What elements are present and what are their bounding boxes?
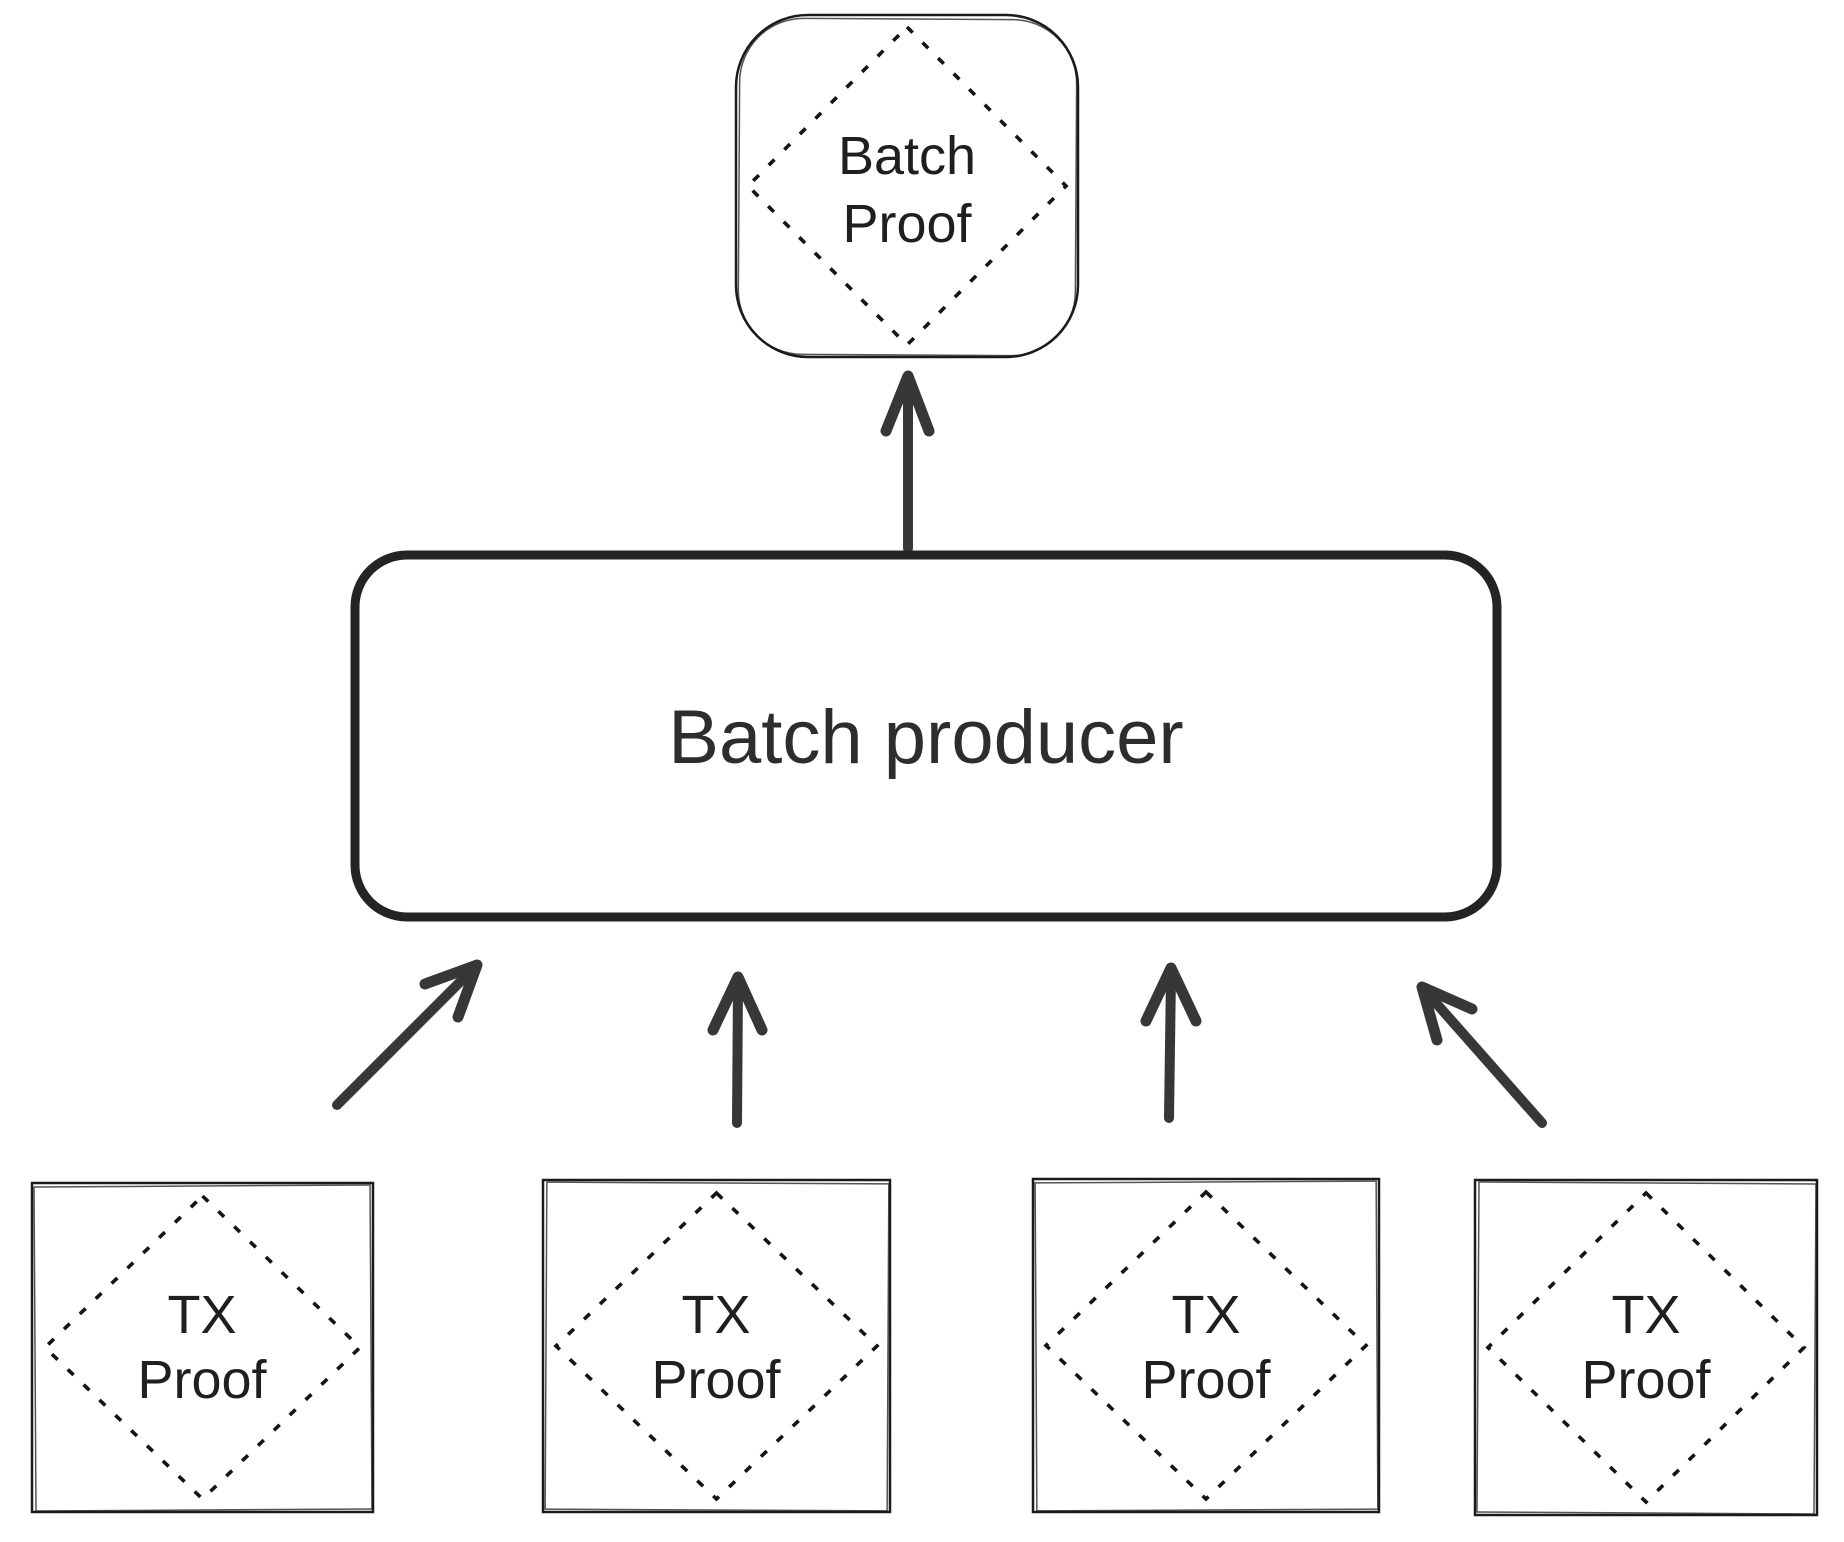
batch-producer-label: Batch producer xyxy=(668,695,1183,780)
tx-proof-node-2: TX Proof xyxy=(541,1178,892,1514)
arrow-tx3-to-producer xyxy=(1140,962,1202,1123)
tx-proof-3-box xyxy=(1031,1177,1381,1514)
arrow-tx3-to-producer-head xyxy=(1140,962,1202,1027)
tx-proof-3-label-line1: TX xyxy=(1171,1285,1240,1345)
tx-proof-2-box-sketch-line xyxy=(544,1181,890,1512)
tx-proof-2-diamond xyxy=(553,1190,880,1502)
arrow-tx4-to-producer-head xyxy=(1416,981,1478,1046)
batch-proof-diamond xyxy=(745,24,1069,348)
tx-proof-node-1: TX Proof xyxy=(30,1181,375,1514)
tx-proof-4-box xyxy=(1473,1178,1819,1517)
batch-producer-node: Batch producer xyxy=(350,550,1502,922)
tx-proof-3-box-sketch-line xyxy=(1034,1180,1379,1512)
tx-proof-node-3: TX Proof xyxy=(1031,1177,1381,1514)
tx-proof-1-label-line1: TX xyxy=(167,1285,236,1345)
arrow-tx2-to-producer xyxy=(707,971,768,1128)
arrow-tx2-to-producer-head xyxy=(707,971,768,1036)
tx-proof-4-label-line1: TX xyxy=(1611,1285,1680,1345)
arrow-tx1-to-producer xyxy=(332,959,483,1110)
batch-producer-box xyxy=(350,550,1502,922)
tx-proof-node-4: TX Proof xyxy=(1473,1178,1819,1517)
arrow-tx4-to-producer xyxy=(1416,981,1547,1128)
tx-proof-4-diamond xyxy=(1485,1190,1807,1505)
arrow-tx1-to-producer-head xyxy=(419,959,483,1023)
tx-proof-2-box xyxy=(541,1178,892,1514)
tx-proof-3-diamond xyxy=(1043,1189,1369,1502)
tx-proof-3-label-line2: Proof xyxy=(1141,1350,1271,1410)
arrow-tx4-to-producer-shaft xyxy=(1423,989,1547,1128)
arrow-producer-to-proof xyxy=(880,370,935,553)
batch-proof-label-line2: Proof xyxy=(842,194,972,254)
batch-proof-node: Batch Proof xyxy=(734,13,1080,359)
arrow-tx3-to-producer-shaft xyxy=(1164,969,1176,1123)
batch-proof-box-sketch-line xyxy=(737,17,1078,357)
tx-proof-1-box-sketch-line xyxy=(33,1184,373,1512)
tx-proof-2-label-line1: TX xyxy=(681,1285,750,1345)
tx-proof-1-diamond xyxy=(42,1193,363,1502)
batch-proof-label-line1: Batch xyxy=(838,126,976,186)
tx-proof-1-box xyxy=(30,1181,375,1514)
tx-proof-4-box-sketch-line xyxy=(1476,1181,1817,1515)
arrow-tx1-to-producer-shaft xyxy=(332,967,475,1110)
batch-proof-box xyxy=(734,13,1080,359)
arrow-producer-to-proof-head xyxy=(880,370,935,437)
tx-proof-4-label-line2: Proof xyxy=(1581,1350,1711,1410)
tx-proof-2-label-line2: Proof xyxy=(651,1350,781,1410)
tx-proof-1-label-line2: Proof xyxy=(137,1350,267,1410)
arrow-tx2-to-producer-shaft xyxy=(732,978,743,1128)
